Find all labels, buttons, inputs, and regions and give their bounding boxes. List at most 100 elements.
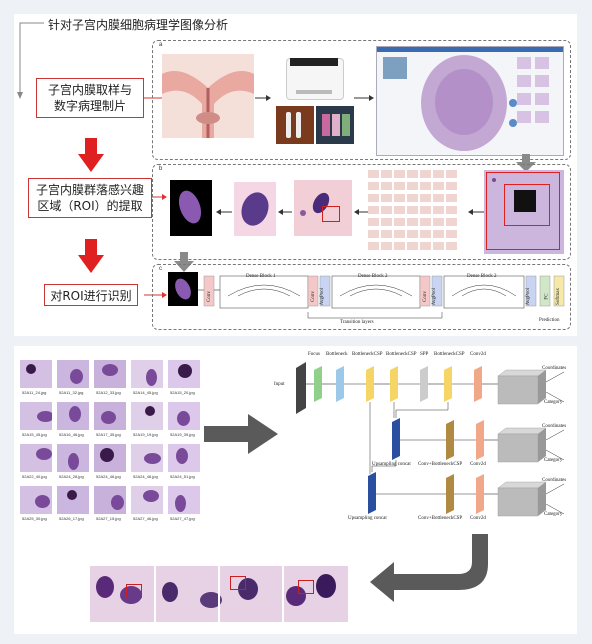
slide-processor-image: [276, 50, 350, 102]
dataset-thumbnail-caption: 52A24_46.jpg: [96, 474, 121, 479]
dataset-thumbnail-caption: 52A14_45.jpg: [133, 390, 158, 395]
dataset-thumbnail-caption: 52A19_39.jpg: [170, 432, 195, 437]
roi-input-image: [168, 272, 198, 306]
step-label-sampling: 子宫内膜取样与 数字病理制片: [47, 83, 132, 113]
yolo-spp-label: SPP: [420, 352, 429, 357]
dataset-thumbnail: [20, 486, 52, 514]
dataset-thumbnail-caption: 52A22_40.jpg: [22, 474, 47, 479]
yolo-out2-coord: Coordinates: [542, 424, 567, 429]
dataset-thumbnail: [131, 402, 163, 430]
yolo-out2-cat: Category: [544, 458, 563, 463]
yolo-convcsp-1: Conv+BottleneckCSP: [418, 462, 463, 467]
panel-a: [152, 40, 571, 160]
fc-label: FC: [544, 293, 550, 300]
dataset-thumbnail: [131, 360, 163, 388]
step-box-sampling: 子宫内膜取样与 数字病理制片: [36, 78, 144, 118]
arrow-a1: [255, 95, 271, 101]
dense-block-1-label: Dense Block 1: [246, 274, 276, 279]
uterus-illustration: [162, 54, 254, 138]
step-label-roi: 子宫内膜群落感兴趣 区域（ROI）的提取: [35, 183, 144, 213]
dataset-thumbnail-caption: 52A24_46.jpg: [133, 474, 158, 479]
step-box-recognition: 对ROI进行识别: [44, 284, 138, 306]
panel-a-tag: a: [159, 42, 163, 48]
yolo-csp1-label: BottleneckCSP: [352, 352, 383, 357]
detection-results: [90, 566, 348, 622]
dataset-thumbnail-caption: 52A16_46.jpg: [59, 432, 84, 437]
panel-b: [152, 164, 571, 260]
densenet-diagram: [198, 275, 565, 319]
yolo-architecture: [296, 362, 565, 517]
dataset-thumbnail-caption: 52A27_15.jpg: [96, 516, 121, 521]
roi-slide-image: [484, 170, 564, 254]
gray-down-arrow-bc: [174, 252, 194, 272]
red-down-arrow-1: [78, 138, 104, 172]
dataset-thumbnail: [57, 360, 89, 388]
step-box-roi: 子宫内膜群落感兴趣 区域（ROI）的提取: [28, 178, 152, 218]
roi-crop-image: [294, 180, 352, 236]
avgpool-label-2: AvgPool: [432, 287, 438, 306]
whole-slide-viewer-image: [376, 46, 564, 156]
yolo-out3-coord: Coordinates: [542, 478, 567, 483]
yolo-upsample-2: Upsampling concat: [348, 516, 387, 521]
avgpool-label-3: AvgPool: [526, 287, 532, 306]
dataset-thumbnail: [94, 360, 126, 388]
yolo-out1-coord: Coordinates: [542, 366, 567, 371]
yolo-csp2-label: BottleneckCSP: [386, 352, 417, 357]
panel-b-tag: b: [159, 166, 163, 172]
dataset-thumbnail: [57, 486, 89, 514]
dataset-thumbnail-caption: 52A25_30.jpg: [22, 516, 47, 521]
page-title: 针对子宫内膜细胞病理学图像分析: [48, 18, 229, 32]
avgpool-label-1: AvgPool: [320, 287, 326, 306]
dataset-thumbnail: [131, 486, 163, 514]
arrow-b3: [278, 209, 292, 215]
dense-block-2-label: Dense Block 2: [358, 274, 388, 279]
sample-tubes-image: [276, 106, 314, 144]
conv-label-1: Conv: [206, 291, 212, 302]
conv-label-3: Conv: [422, 291, 428, 302]
dataset-thumbnail-caption: 52A17_35.jpg: [96, 432, 121, 437]
yolo-bottleneck-label: Bottleneck: [326, 352, 348, 357]
curved-return-arrow: [370, 534, 488, 602]
yolo-out3-cat: Category: [544, 512, 563, 517]
yolo-out1-cat: Category: [544, 400, 563, 405]
roi-zoom-image: [234, 182, 276, 236]
yolo-conv2d-2: Conv2d: [470, 462, 486, 467]
roi-tile-grid: [368, 170, 468, 254]
conv-label-2: Conv: [310, 291, 316, 302]
dataset-thumbnail: [131, 444, 163, 472]
yolo-convcsp-2: Conv+BottleneckCSP: [418, 516, 463, 521]
dataset-thumbnail-caption: 52A26_17.jpg: [59, 516, 84, 521]
dataset-thumbnail-caption: 52A19_19.jpg: [133, 432, 158, 437]
title-bracket: [17, 22, 44, 99]
dataset-thumbnail: [94, 486, 126, 514]
panel-c-tag: c: [159, 266, 162, 272]
big-right-arrow: [204, 414, 278, 454]
dataset-thumbnail-caption: 52A24_51.jpg: [170, 474, 195, 479]
dataset-thumbnail: [20, 402, 52, 430]
dataset-thumbnail: [168, 360, 200, 388]
dataset-thumbnail: [94, 402, 126, 430]
yolo-csp3-label: BottleneckCSP: [434, 352, 465, 357]
dataset-thumbnail: [20, 444, 52, 472]
arrow-b1: [468, 209, 484, 215]
yolo-focus-label: Focus: [308, 352, 320, 357]
yolo-upsample-1: Upsampling concat: [372, 462, 411, 467]
prediction-label: Prediction: [539, 318, 560, 323]
dataset-thumbnail: [20, 360, 52, 388]
dataset-thumbnail-caption: 52A27_46.jpg: [133, 516, 158, 521]
arrow-b4: [216, 209, 232, 215]
dataset-thumbnail-caption: 52A15_20.jpg: [170, 390, 195, 395]
dataset-thumbnail-caption: 52A12_33.jpg: [96, 390, 121, 395]
yolo-input-label: Input: [274, 382, 285, 387]
arrow-b2: [354, 209, 368, 215]
softmax-label: Softmax: [555, 288, 561, 305]
yolo-conv2d-label: Conv2d: [470, 352, 486, 357]
step-label-recognition: 对ROI进行识别: [50, 288, 132, 303]
workflow-panel: 针对子宫内膜细胞病理学图像分析 子宫内膜取样与 数字病理制片 子宫内膜群落感兴趣…: [14, 14, 577, 336]
dataset-thumbnail-caption: 52A11_32.jpg: [59, 390, 84, 395]
dataset-thumbnail: [168, 402, 200, 430]
arrow-a2: [354, 95, 374, 101]
dataset-thumbnail: [57, 402, 89, 430]
dataset-thumbnail: [94, 444, 126, 472]
